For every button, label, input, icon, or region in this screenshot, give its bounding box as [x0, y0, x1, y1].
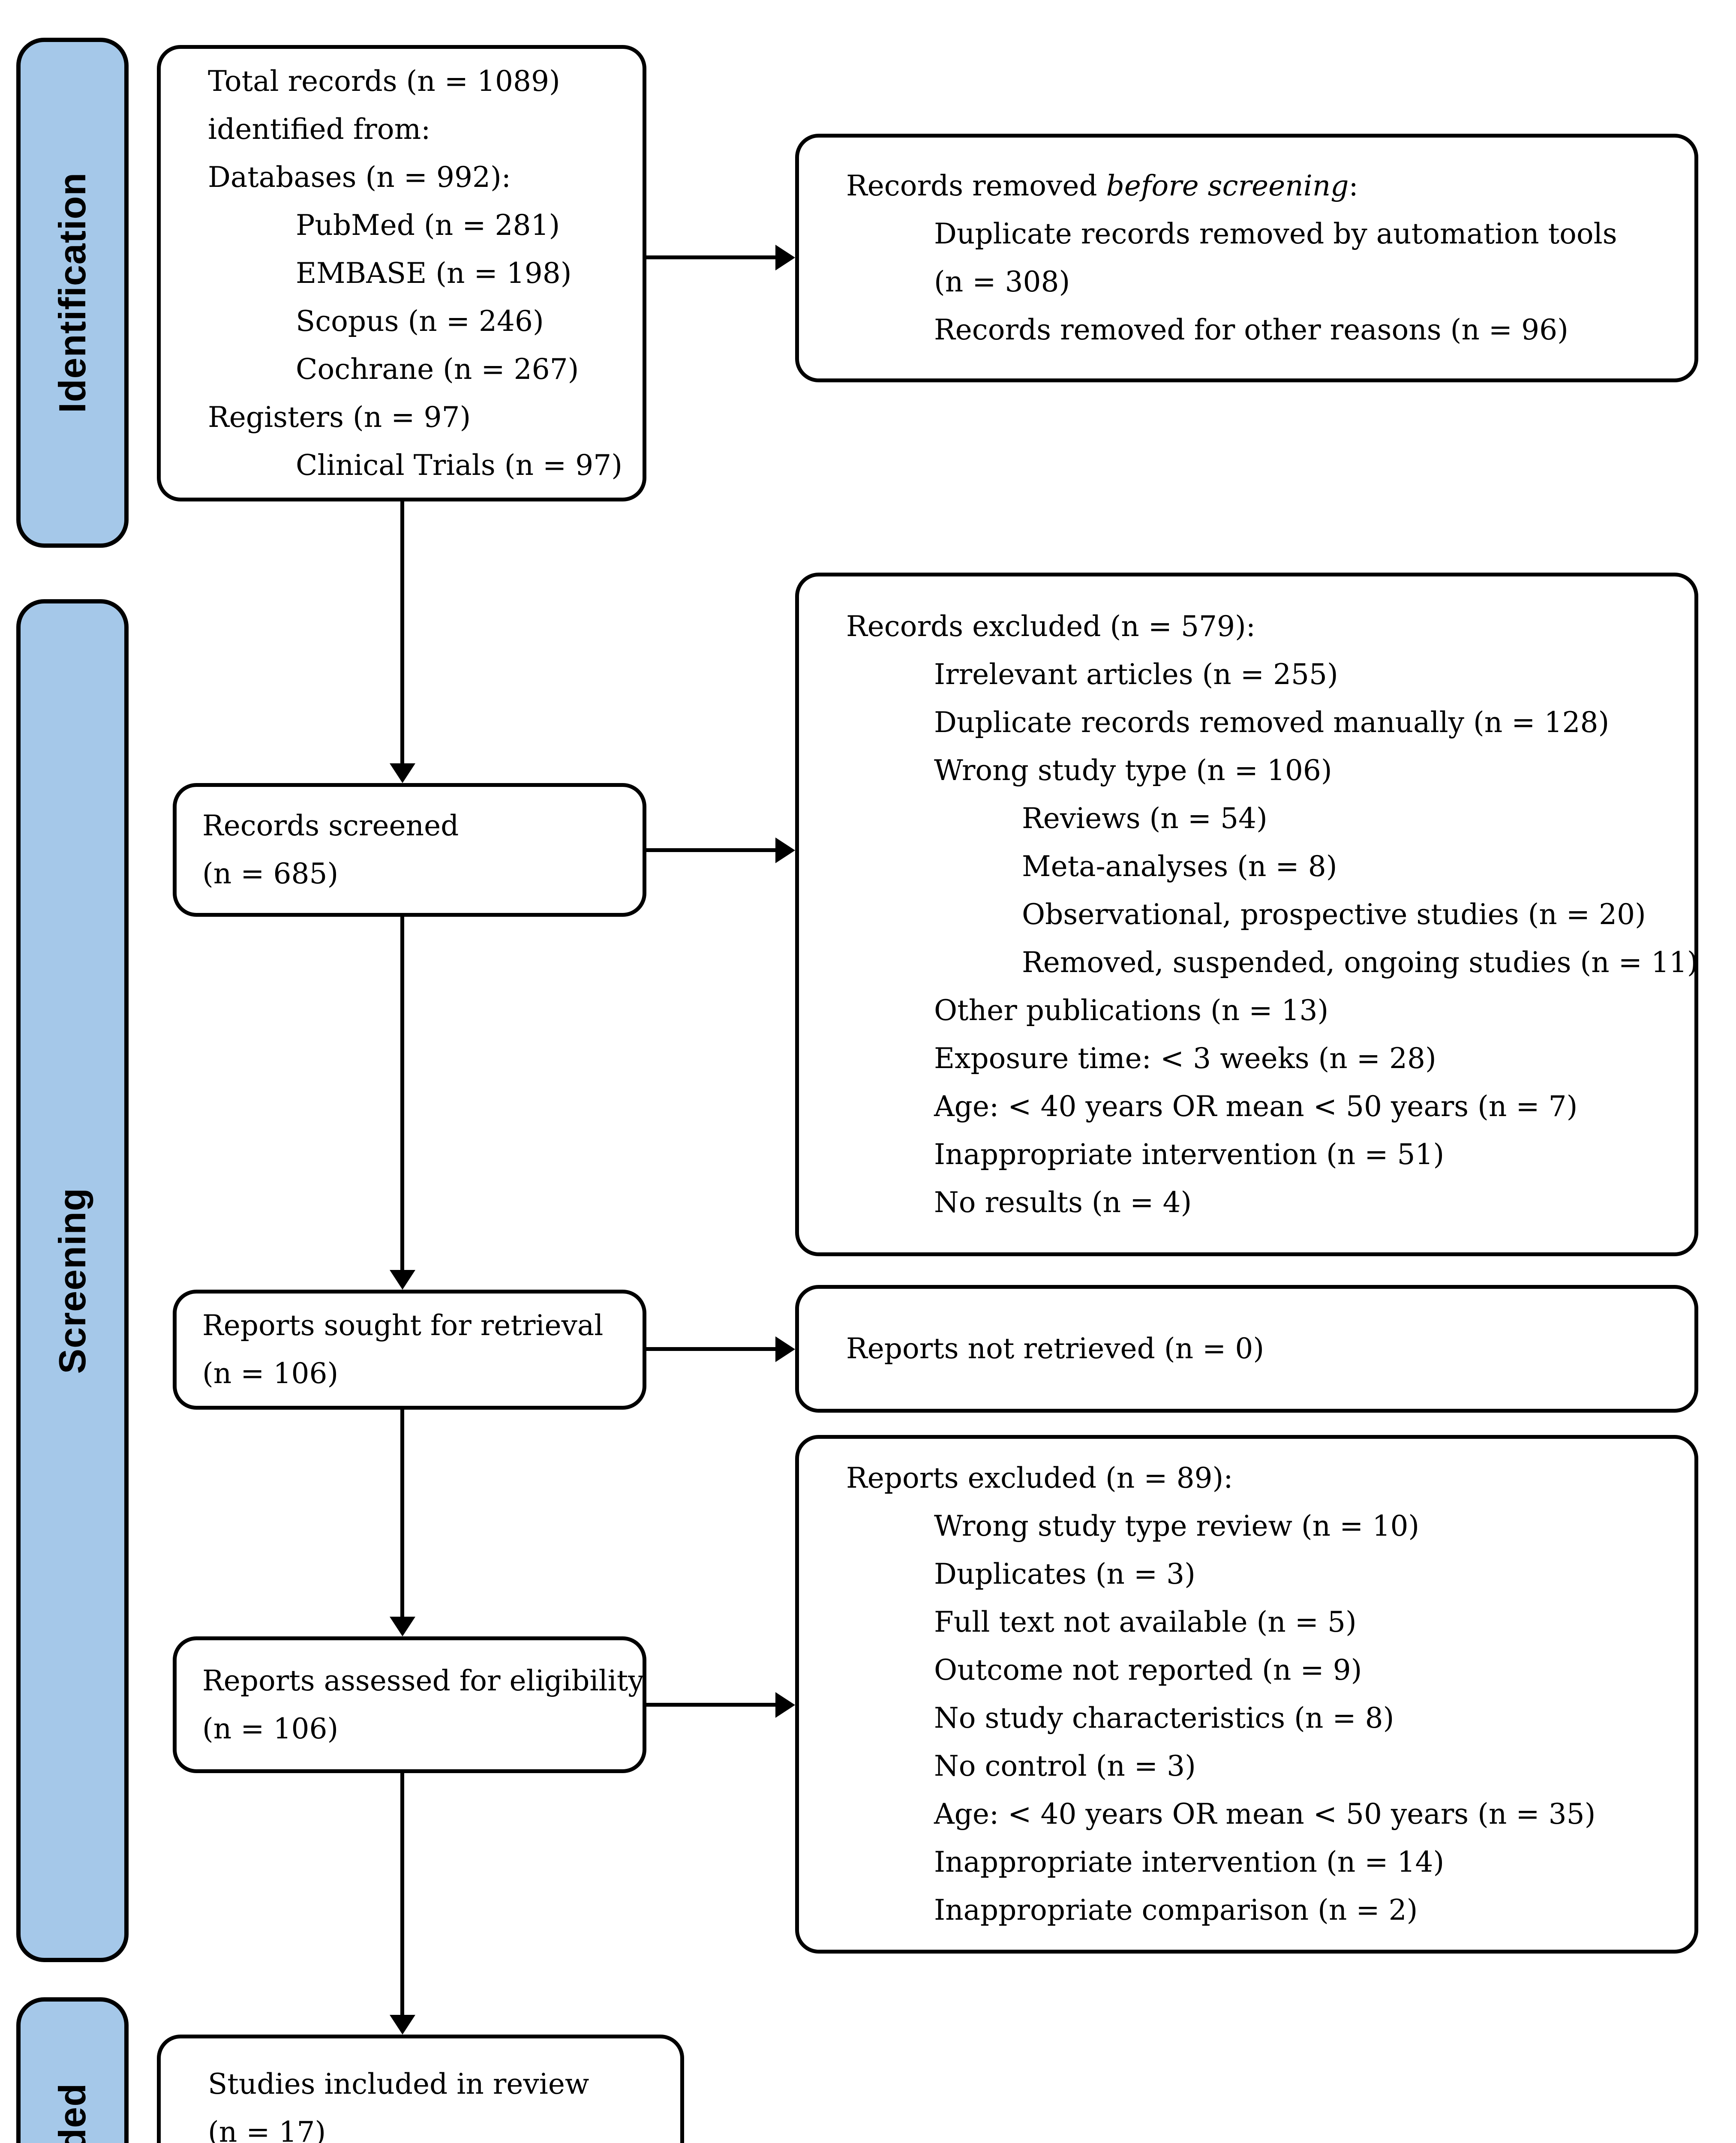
records-removed-line: Records removed for other reasons (n = 9… — [934, 313, 1568, 346]
arrow-sought-to-not-retrieved — [646, 1347, 777, 1351]
reports-sought-line: Reports sought for retrieval — [202, 1309, 604, 1342]
reports-excluded-box: Reports excluded (n = 89): Wrong study t… — [795, 1435, 1698, 1954]
reports-assessed-box: Reports assessed for eligibility (n = 10… — [173, 1636, 646, 1773]
records-screened-line: Records screened — [202, 809, 459, 842]
records-excluded-line: Other publications (n = 13) — [934, 993, 1329, 1027]
arrowhead-right-icon — [775, 837, 795, 863]
records-excluded-line: Inappropriate intervention (n = 51) — [934, 1138, 1445, 1171]
arrowhead-down-icon — [390, 1270, 415, 1290]
records-removed-title-italic: before screening — [1106, 169, 1349, 202]
studies-included-line: (n = 17) — [208, 2116, 326, 2143]
records-excluded-line: Duplicate records removed manually (n = … — [934, 705, 1610, 739]
records-excluded-line: Age: < 40 years OR mean < 50 years (n = … — [934, 1090, 1578, 1123]
reports-excluded-line: Duplicates (n = 3) — [934, 1558, 1195, 1591]
records-excluded-line: Irrelevant articles (n = 255) — [934, 657, 1338, 691]
records-excluded-line: Meta-analyses (n = 8) — [1022, 849, 1337, 883]
identified-line: Total records (n = 1089) — [208, 64, 560, 98]
reports-excluded-line: Age: < 40 years OR mean < 50 years (n = … — [934, 1798, 1596, 1831]
arrow-identified-to-removed — [646, 255, 777, 259]
arrow-assessed-to-reports-excluded — [646, 1703, 777, 1707]
records-removed-title-head: Records removed — [846, 169, 1106, 202]
reports-sought-line: (n = 106) — [202, 1357, 339, 1390]
arrow-sought-to-assessed — [400, 1410, 404, 1619]
identified-line: identified from: — [208, 112, 431, 146]
records-removed-line: Duplicate records removed by automation … — [934, 217, 1617, 250]
reports-not-retrieved-box: Reports not retrieved (n = 0) — [795, 1285, 1698, 1413]
arrow-assessed-to-included — [400, 1773, 404, 2017]
identified-line: Scopus (n = 246) — [296, 304, 544, 338]
stage-screening: Screening — [16, 599, 129, 1962]
records-excluded-line: Exposure time: < 3 weeks (n = 28) — [934, 1041, 1436, 1075]
records-excluded-box: Records excluded (n = 579): Irrelevant a… — [795, 573, 1698, 1256]
arrow-screened-to-excluded — [646, 848, 777, 852]
reports-excluded-line: No control (n = 3) — [934, 1750, 1196, 1783]
identified-line: Cochrane (n = 267) — [296, 352, 579, 386]
records-removed-before-screening-box: Records removed before screening: Duplic… — [795, 134, 1698, 382]
arrowhead-right-icon — [775, 245, 795, 270]
records-excluded-line: Reviews (n = 54) — [1022, 801, 1267, 835]
arrow-screened-to-sought — [400, 917, 404, 1273]
reports-assessed-line: (n = 106) — [202, 1712, 339, 1745]
stage-identification-label: Identification — [51, 172, 93, 413]
identified-records-box: Total records (n = 1089) identified from… — [157, 45, 646, 501]
reports-excluded-line: Outcome not reported (n = 9) — [934, 1654, 1362, 1687]
records-removed-title: Records removed before screening: — [846, 162, 1682, 210]
arrowhead-down-icon — [390, 763, 415, 783]
reports-excluded-line: Full text not available (n = 5) — [934, 1606, 1357, 1639]
records-excluded-line: Records excluded (n = 579): — [846, 609, 1255, 643]
arrowhead-down-icon — [390, 2015, 415, 2035]
stage-included-label: Included — [51, 2083, 94, 2143]
records-removed-line: (n = 308) — [934, 265, 1070, 298]
reports-not-retrieved-line: Reports not retrieved (n = 0) — [846, 1332, 1264, 1365]
records-screened-box: Records screened (n = 685) — [173, 783, 646, 917]
records-excluded-line: No results (n = 4) — [934, 1186, 1192, 1219]
stage-identification: Identification — [16, 38, 129, 548]
stage-included: Included — [16, 1997, 129, 2143]
reports-excluded-line: Wrong study type review (n = 10) — [934, 1510, 1420, 1543]
reports-excluded-line: Reports excluded (n = 89): — [846, 1462, 1233, 1495]
records-excluded-line: Observational, prospective studies (n = … — [1022, 897, 1646, 931]
identified-line: EMBASE (n = 198) — [296, 256, 572, 290]
reports-excluded-line: No study characteristics (n = 8) — [934, 1702, 1394, 1735]
arrow-identified-to-screened — [400, 501, 404, 766]
identified-line: Registers (n = 97) — [208, 400, 471, 434]
reports-sought-box: Reports sought for retrieval (n = 106) — [173, 1290, 646, 1410]
arrowhead-right-icon — [775, 1692, 795, 1718]
records-removed-title-tail: : — [1349, 169, 1358, 202]
reports-assessed-line: Reports assessed for eligibility — [202, 1664, 644, 1697]
arrowhead-right-icon — [775, 1336, 795, 1362]
identified-line: PubMed (n = 281) — [296, 208, 560, 242]
stage-screening-label: Screening — [51, 1187, 93, 1374]
studies-included-box: Studies included in review (n = 17) Stud… — [157, 2035, 684, 2143]
reports-excluded-line: Inappropriate comparison (n = 2) — [934, 1894, 1418, 1927]
records-excluded-line: Removed, suspended, ongoing studies (n =… — [1022, 945, 1698, 979]
identified-line: Databases (n = 992): — [208, 160, 511, 194]
records-excluded-line: Wrong study type (n = 106) — [934, 753, 1332, 787]
studies-included-line: Studies included in review — [208, 2068, 589, 2101]
arrowhead-down-icon — [390, 1617, 415, 1636]
records-screened-line: (n = 685) — [202, 857, 339, 890]
identified-line: Clinical Trials (n = 97) — [296, 448, 622, 482]
reports-excluded-line: Inappropriate intervention (n = 14) — [934, 1846, 1445, 1879]
